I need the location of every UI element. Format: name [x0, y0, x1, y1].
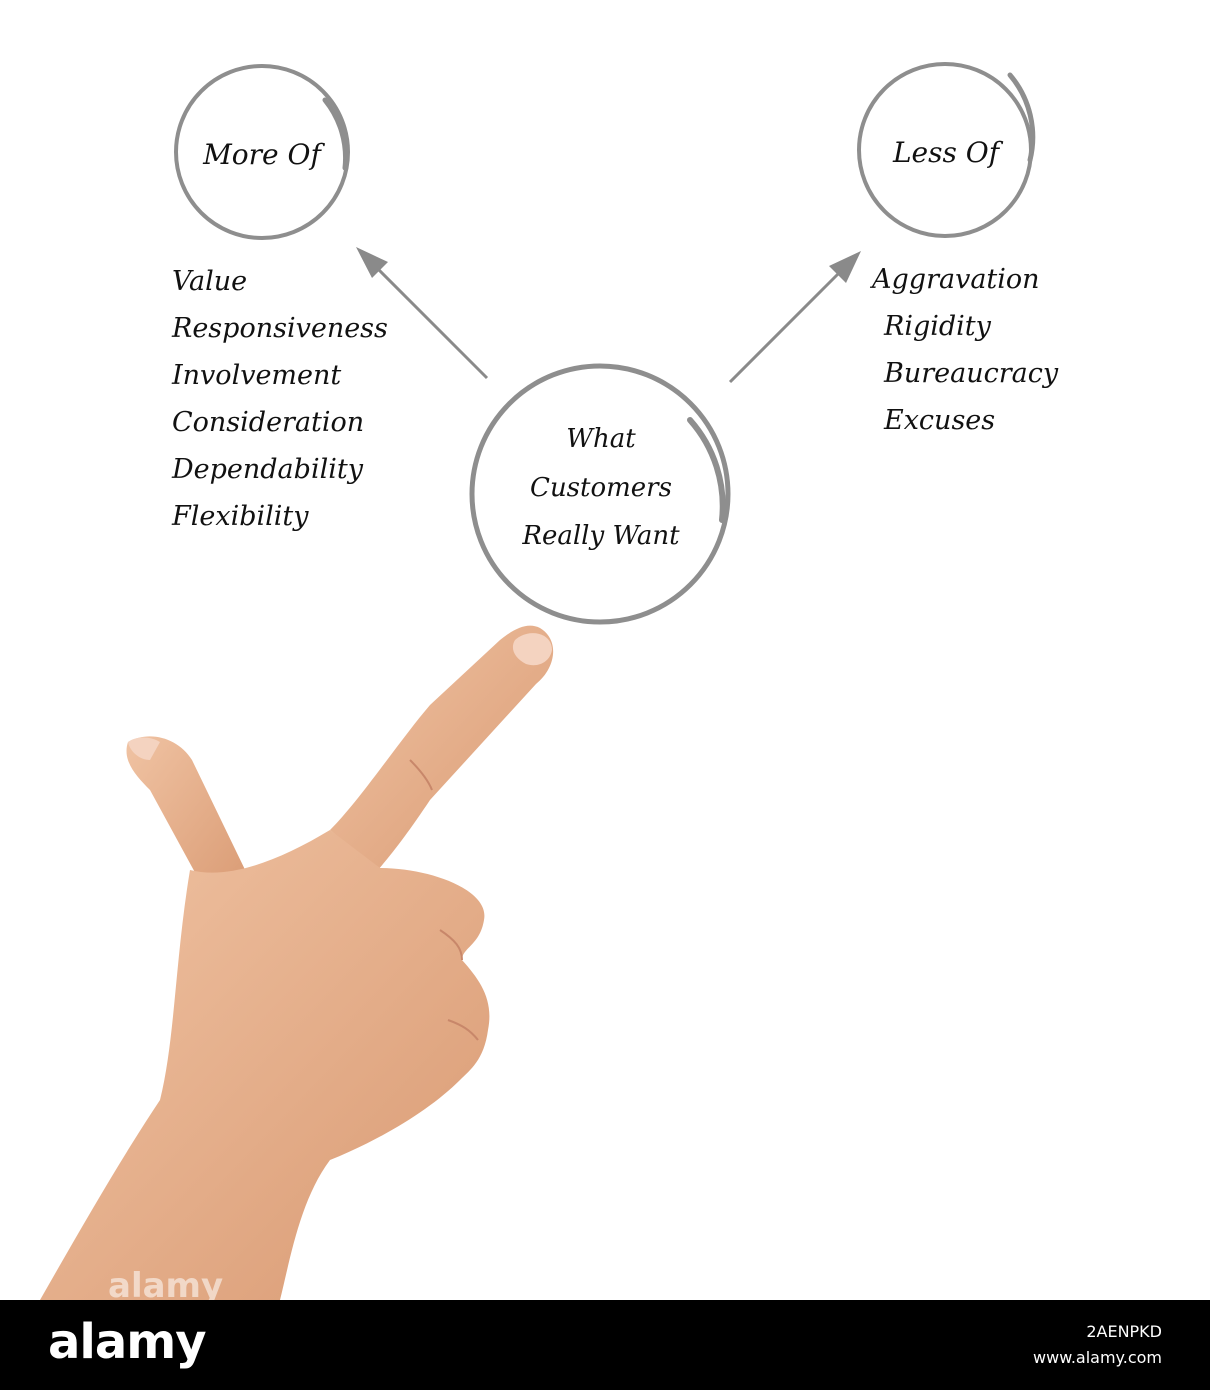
- more-of-item-dependability: Dependability: [172, 454, 363, 485]
- less-of-item-rigidity: Rigidity: [884, 311, 991, 342]
- more-of-title: More Of: [176, 138, 348, 171]
- footer-image-id: 2AENPKD: [1086, 1322, 1162, 1341]
- less-of-item-bureaucracy: Bureaucracy: [884, 358, 1058, 389]
- footer-bar: alamy 2AENPKD www.alamy.com: [0, 1300, 1210, 1390]
- center-line-1: What: [470, 424, 732, 454]
- more-of-item-responsiveness: Responsiveness: [172, 313, 388, 344]
- center-line-2: Customers: [470, 473, 732, 503]
- diagram-canvas: More Of Less Of What Customers Really Wa…: [0, 0, 1210, 1300]
- footer-logo: alamy: [48, 1314, 206, 1370]
- less-of-item-excuses: Excuses: [884, 405, 995, 436]
- footer-site-link[interactable]: www.alamy.com: [1033, 1348, 1162, 1367]
- more-of-item-consideration: Consideration: [172, 407, 364, 438]
- more-of-item-flexibility: Flexibility: [172, 501, 309, 532]
- more-of-item-value: Value: [172, 266, 247, 297]
- less-of-item-aggravation: Aggravation: [872, 264, 1040, 295]
- less-of-title: Less Of: [860, 136, 1032, 169]
- diagram-graphics: [0, 0, 1210, 1300]
- pointing-hand-image: [40, 626, 553, 1300]
- arrow-to-less-of: [730, 251, 861, 382]
- more-of-item-involvement: Involvement: [172, 360, 341, 391]
- center-line-3: Really Want: [470, 521, 732, 551]
